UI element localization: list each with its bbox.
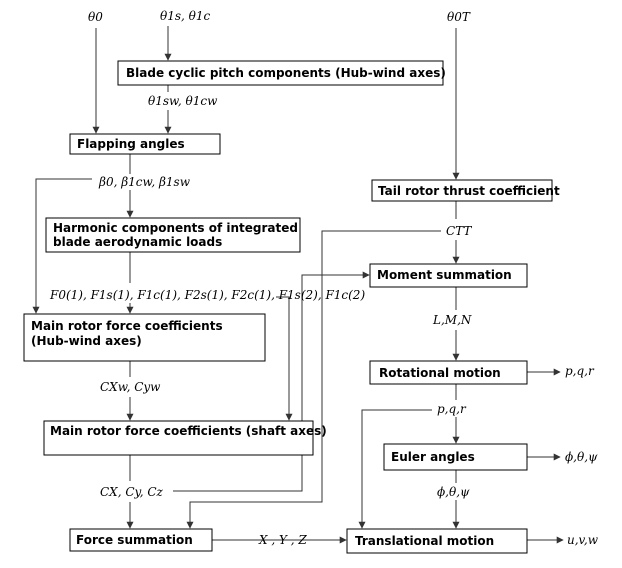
arrow-pqr-to-translational xyxy=(358,409,432,529)
connectors xyxy=(32,26,564,544)
mr-shaft-label: Main rotor force coefficients (shaft axe… xyxy=(50,424,327,438)
rotational-label: Rotational motion xyxy=(379,366,501,380)
box-euler: Euler angles xyxy=(383,443,528,471)
box-tail-thrust: Tail rotor thrust coefficient xyxy=(371,179,560,202)
uvw-symbol: u,v,w xyxy=(567,533,599,547)
arrow-cx-to-moment xyxy=(173,271,370,492)
theta0-symbol: θ0 xyxy=(88,10,103,24)
ctt-symbol: CTT xyxy=(446,224,472,238)
theta1sw-1cw-symbol: θ1sw, θ1cw xyxy=(148,94,218,108)
harmonic-label-line2: blade aerodynamic loads xyxy=(53,235,222,249)
blade-cyclic-label: Blade cyclic pitch components (Hub-wind … xyxy=(126,66,446,80)
arrow-ctt-to-force-sum xyxy=(186,230,441,529)
theta1s-1c-symbol: θ1s, θ1c xyxy=(160,9,211,23)
pqr-out-symbol: p,q,r xyxy=(565,364,595,378)
box-translational: Translational motion xyxy=(346,528,528,554)
translational-label: Translational motion xyxy=(355,534,494,548)
mr-hubwind-label-line1: Main rotor force coefficients xyxy=(31,319,223,333)
cxw-cyw-symbol: CXw, Cyw xyxy=(100,380,161,394)
box-rotational: Rotational motion xyxy=(369,360,528,385)
symbols: θ0 θ1s, θ1c θ0T θ1sw, θ1cw β0, β1cw, β1s… xyxy=(49,9,599,547)
arrow-betas-to-hubwind xyxy=(32,178,92,314)
mr-hubwind-label-line2: (Hub-wind axes) xyxy=(31,334,142,348)
xyz-symbol: X , Y , Z xyxy=(258,533,307,547)
box-mr-shaft: Main rotor force coefficients (shaft axe… xyxy=(43,420,327,456)
euler-label: Euler angles xyxy=(391,450,475,464)
tail-thrust-label: Tail rotor thrust coefficient xyxy=(378,184,560,198)
angles-out-symbol: ϕ,θ,ψ xyxy=(565,450,598,464)
force-sum-label: Force summation xyxy=(76,533,193,547)
betas-symbol: β0, β1cw, β1sw xyxy=(98,175,191,189)
harmonics-symbol: F0(1), F1s(1), F1c(1), F2s(1), F2c(1), F… xyxy=(49,288,365,302)
harmonic-label-line1: Harmonic components of integrated xyxy=(53,221,298,235)
box-flapping: Flapping angles xyxy=(69,133,221,155)
box-blade-cyclic: Blade cyclic pitch components (Hub-wind … xyxy=(117,60,446,86)
box-moment-sum: Moment summation xyxy=(369,263,528,288)
box-mr-hubwind: Main rotor force coefficients (Hub-wind … xyxy=(23,313,266,362)
flapping-label: Flapping angles xyxy=(77,137,185,151)
box-harmonic: Harmonic components of integrated blade … xyxy=(45,217,301,253)
lmn-symbol: L,M,N xyxy=(432,313,472,327)
cx-cy-cz-symbol: CX, Cy, Cz xyxy=(100,485,164,499)
moment-sum-label: Moment summation xyxy=(377,268,512,282)
arrow-harmonics-to-shaft xyxy=(276,296,293,421)
pqr-mid-symbol: p,q,r xyxy=(437,402,467,416)
theta0T-symbol: θ0T xyxy=(447,10,471,24)
angles-mid-symbol: ϕ,θ,ψ xyxy=(437,485,470,499)
box-force-sum: Force summation xyxy=(69,528,213,552)
